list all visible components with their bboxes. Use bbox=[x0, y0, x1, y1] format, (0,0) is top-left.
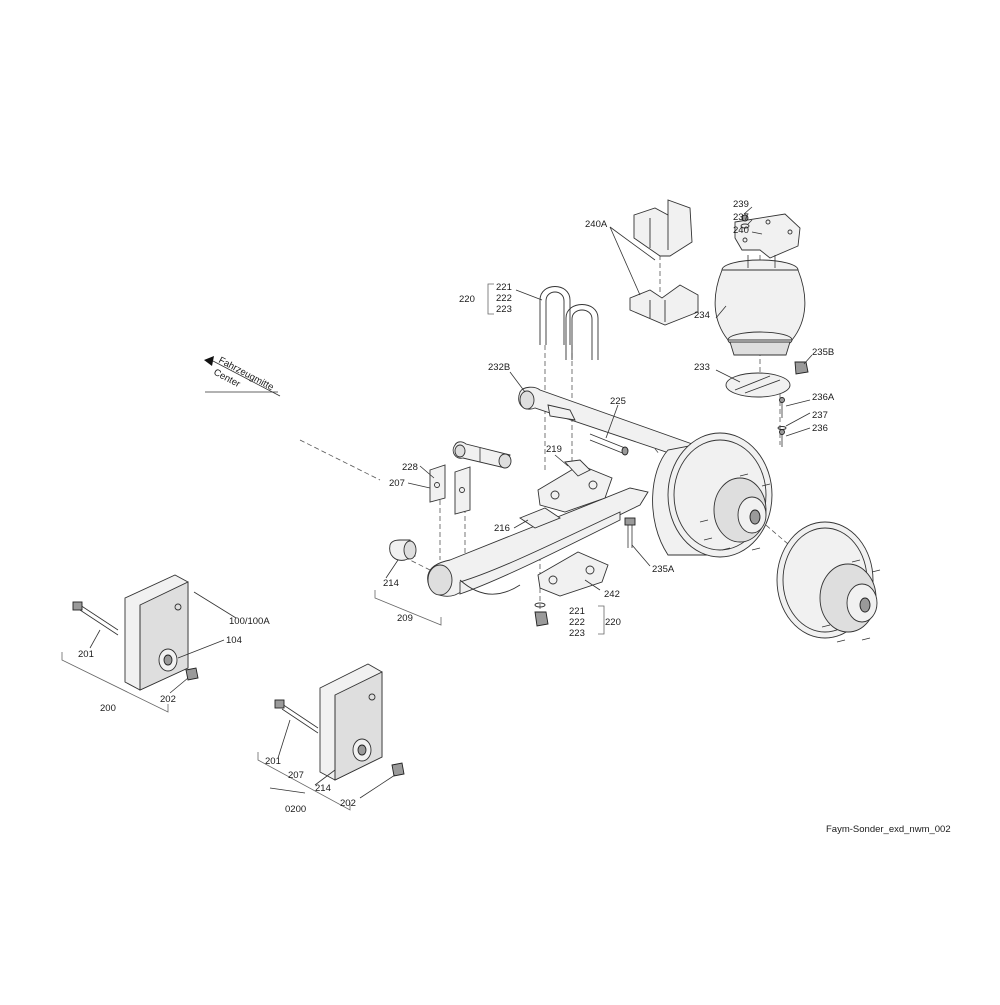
u-bolts bbox=[539, 286, 599, 360]
label-201-right: 201 bbox=[265, 756, 281, 767]
hanger-bracket-200 bbox=[72, 574, 199, 691]
trailing-arm bbox=[427, 487, 649, 597]
label-240A: 240A bbox=[585, 219, 608, 230]
label-201-left: 201 bbox=[78, 649, 94, 660]
label-240: 240 bbox=[733, 225, 749, 236]
label-100-100A: 100/100A bbox=[229, 616, 270, 627]
air-spring-bellows bbox=[714, 255, 806, 356]
leader-lines bbox=[89, 206, 813, 799]
label-235B: 235B bbox=[812, 347, 834, 358]
label-216: 216 bbox=[494, 523, 510, 534]
label-202-right: 202 bbox=[340, 798, 356, 809]
shock-absorber bbox=[452, 441, 512, 469]
label-0200: 0200 bbox=[285, 804, 306, 815]
bushing bbox=[389, 539, 417, 561]
label-222-upper: 222 bbox=[496, 293, 512, 304]
label-242: 242 bbox=[604, 589, 620, 600]
label-202-left: 202 bbox=[160, 694, 176, 705]
label-214-lower: 214 bbox=[315, 783, 331, 794]
label-219: 219 bbox=[546, 444, 562, 455]
label-232B: 232B bbox=[488, 362, 510, 373]
arrow-left-icon bbox=[204, 356, 214, 366]
label-223-lower: 223 bbox=[569, 628, 585, 639]
nut-icon bbox=[741, 214, 749, 222]
label-221-lower: 221 bbox=[569, 606, 585, 617]
label-221-upper: 221 bbox=[496, 282, 512, 293]
drawing-reference: Faym-Sonder_exd_nwm_002 bbox=[826, 824, 951, 835]
piston-plate bbox=[725, 361, 809, 398]
hanger-bracket-0200 bbox=[274, 663, 405, 781]
nut-icon bbox=[794, 361, 809, 375]
label-237-bottom: 237 bbox=[812, 410, 828, 421]
label-236: 236 bbox=[812, 423, 828, 434]
label-237-top: 237 bbox=[733, 212, 749, 223]
label-228: 228 bbox=[402, 462, 418, 473]
label-220-lower: 220 bbox=[605, 617, 621, 628]
screws-236 bbox=[777, 397, 787, 447]
label-207-upper: 207 bbox=[389, 478, 405, 489]
label-225: 225 bbox=[610, 396, 626, 407]
label-200: 200 bbox=[100, 703, 116, 714]
grouping-brackets bbox=[61, 283, 605, 811]
label-236A: 236A bbox=[812, 392, 835, 403]
air-spring-top-plate bbox=[734, 213, 801, 259]
label-214-arm: 214 bbox=[383, 578, 399, 589]
brake-disc-hub bbox=[776, 521, 881, 643]
axle-seat-plates bbox=[519, 459, 613, 597]
brake-drum-hub bbox=[652, 432, 773, 558]
bracket-240A bbox=[629, 199, 699, 326]
label-234: 234 bbox=[694, 310, 710, 321]
label-104: 104 bbox=[226, 635, 242, 646]
label-233: 233 bbox=[694, 362, 710, 373]
label-222-lower: 222 bbox=[569, 617, 585, 628]
label-207-lower: 207 bbox=[288, 770, 304, 781]
vehicle-center-indicator: Fahrzeugmitte Center bbox=[204, 355, 281, 397]
part-labels: 239 237 240 240A 234 235B 233 236A 237 2… bbox=[78, 199, 951, 835]
label-220-upper: 220 bbox=[459, 294, 475, 305]
label-223-upper: 223 bbox=[496, 304, 512, 315]
label-209: 209 bbox=[397, 613, 413, 624]
bolt-235A bbox=[624, 517, 636, 548]
label-235A: 235A bbox=[652, 564, 675, 575]
washer-icon bbox=[740, 223, 750, 229]
label-239: 239 bbox=[733, 199, 749, 210]
brackets-207 bbox=[429, 464, 471, 515]
lower-nut-stack bbox=[534, 602, 549, 627]
